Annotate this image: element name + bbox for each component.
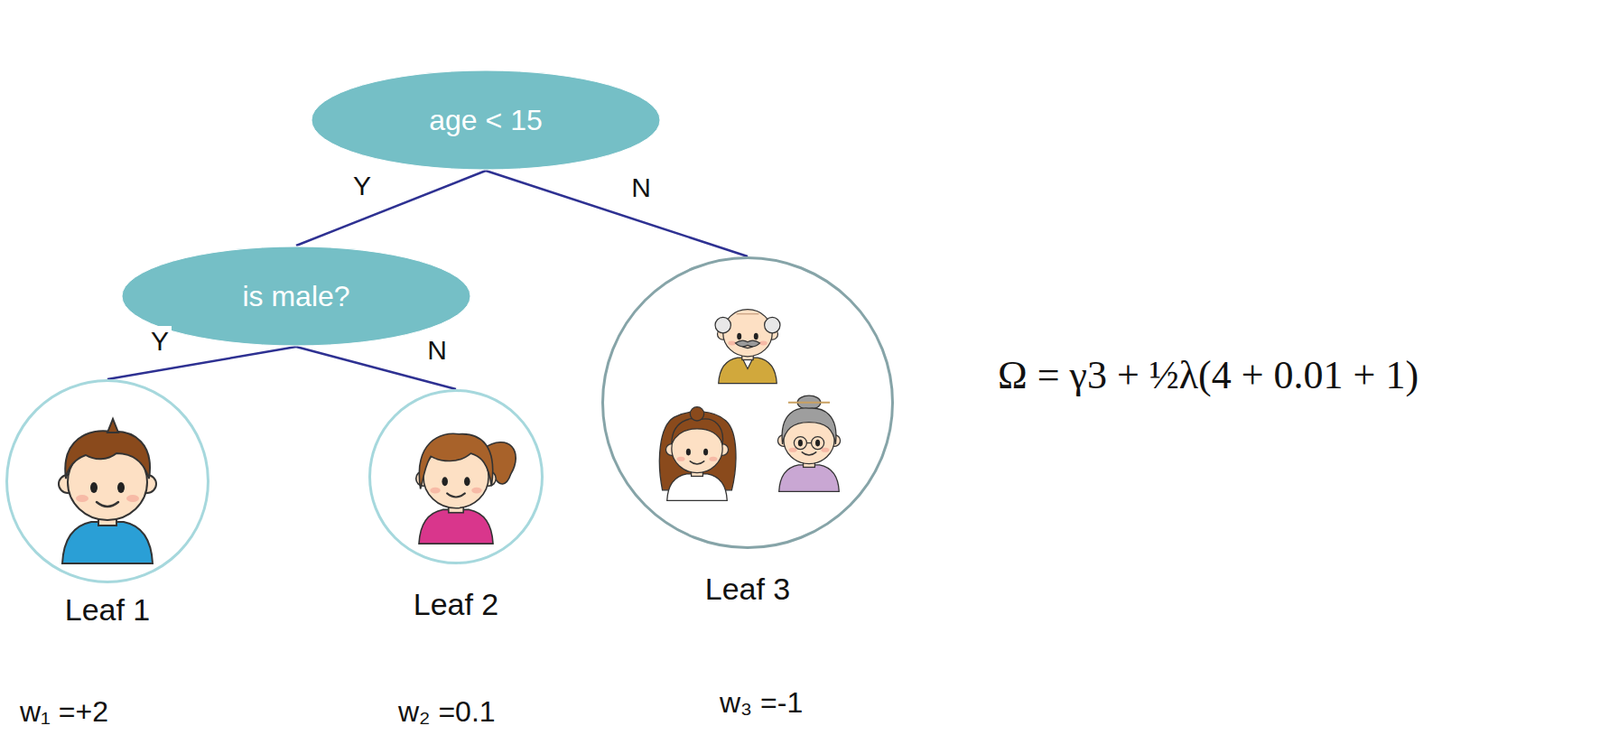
illustration-part [667, 474, 728, 501]
illustration-part [718, 357, 777, 384]
circle-shape [370, 390, 543, 564]
tree-branch [296, 170, 486, 246]
ellipse-shape [121, 246, 471, 346]
branch-label: Y [148, 325, 172, 357]
illustration-part [418, 509, 494, 544]
leaf-weight: w₃ =-1 [719, 686, 803, 720]
circle-outline [601, 256, 894, 549]
illustration-part [734, 340, 760, 347]
woman-figure [659, 407, 736, 502]
leaf-label: Leaf 1 [65, 592, 151, 628]
illustration-part [781, 408, 837, 445]
circle-outline [368, 389, 544, 565]
illustration-part [811, 437, 825, 450]
illustration-part [62, 521, 153, 564]
leaf-weight: w₁ =+2 [19, 695, 109, 729]
decision-ellipse: age < 15 [310, 69, 661, 171]
illustration-part [689, 407, 704, 421]
decision-text: age < 15 [428, 103, 542, 138]
illustration-part [736, 313, 760, 315]
illustration-part [715, 316, 731, 333]
illustration-part [788, 401, 830, 404]
tree-branch [485, 170, 748, 257]
tree-branch [107, 346, 297, 380]
illustration-part [107, 418, 119, 433]
leaf-label: Leaf 2 [413, 586, 500, 623]
girl-figure [416, 433, 516, 544]
grandfather-figure [715, 309, 781, 384]
illustration-part [793, 437, 807, 450]
illustration-part [671, 418, 724, 445]
leaf-circle: Leaf 2 [368, 389, 544, 565]
illustration-part [418, 433, 493, 489]
branch-label: N [424, 334, 450, 366]
boy-figure [58, 418, 157, 564]
branch-label: Y [350, 170, 374, 202]
leaf-label: Leaf 3 [705, 571, 791, 607]
formula: Ω = γ3 + ½λ(4 + 0.01 + 1) [997, 352, 1419, 399]
leaf-weight: w₂ =0.1 [398, 695, 496, 729]
circle-shape [7, 381, 209, 583]
illustration-part [717, 309, 779, 361]
leaf-circle: Leaf 3 [601, 256, 894, 549]
illustration-part [806, 442, 811, 444]
illustration-part [764, 316, 781, 333]
circle-outline [5, 379, 210, 584]
grandmother-figure [777, 395, 840, 492]
decision-ellipse: is male? [120, 245, 472, 347]
circle-shape [603, 258, 894, 549]
leaf-circle: Leaf 1 [5, 379, 210, 584]
ellipse-shape [311, 70, 661, 170]
decision-text: is male? [241, 279, 350, 314]
illustration-part [779, 465, 840, 492]
illustration-part [65, 430, 150, 479]
branch-label: N [628, 172, 654, 204]
